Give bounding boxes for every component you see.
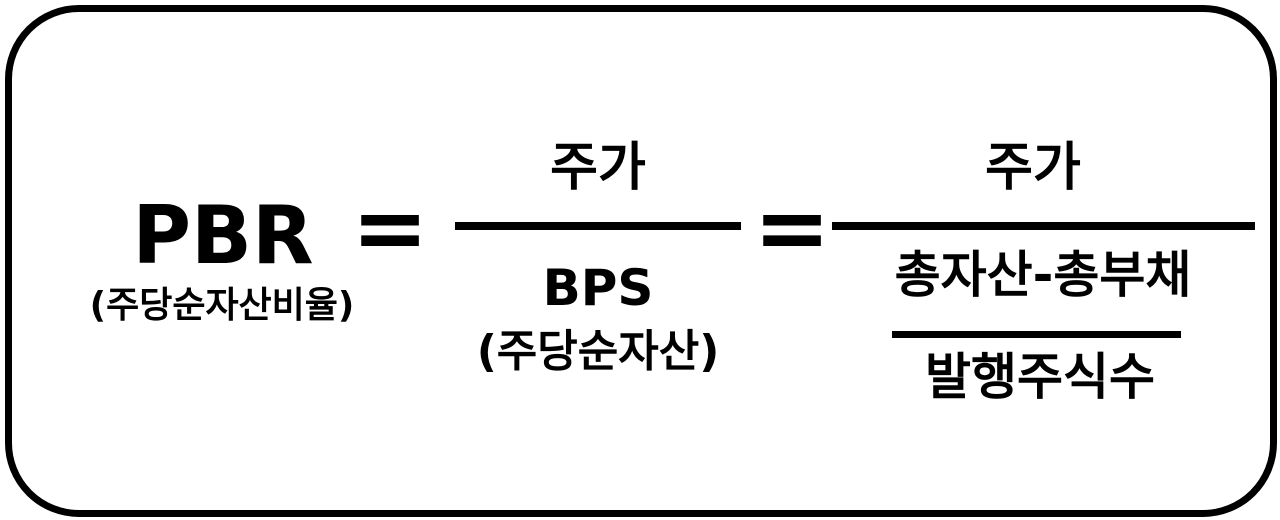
fraction-2-inner-denominator: 발행주식수 [925, 348, 1155, 406]
fraction-2-inner-numerator: 총자산-총부채 [894, 246, 1192, 304]
rounded-border [5, 5, 1277, 517]
equals-sign-1: = [351, 174, 429, 281]
fraction-2-numerator: 주가 [985, 138, 1081, 198]
pbr-term: PBR [132, 189, 314, 282]
fraction-2-inner-line [892, 331, 1181, 338]
fraction-1-numerator: 주가 [550, 138, 646, 198]
equals-sign-2: = [753, 174, 831, 281]
fraction-1-denominator-note: (주당순자산) [476, 326, 720, 377]
fraction-1-line [455, 222, 741, 230]
fraction-2-line [832, 222, 1255, 230]
pbr-term-note: (주당순자산비율) [89, 285, 355, 326]
fraction-1-denominator: BPS [542, 259, 654, 317]
